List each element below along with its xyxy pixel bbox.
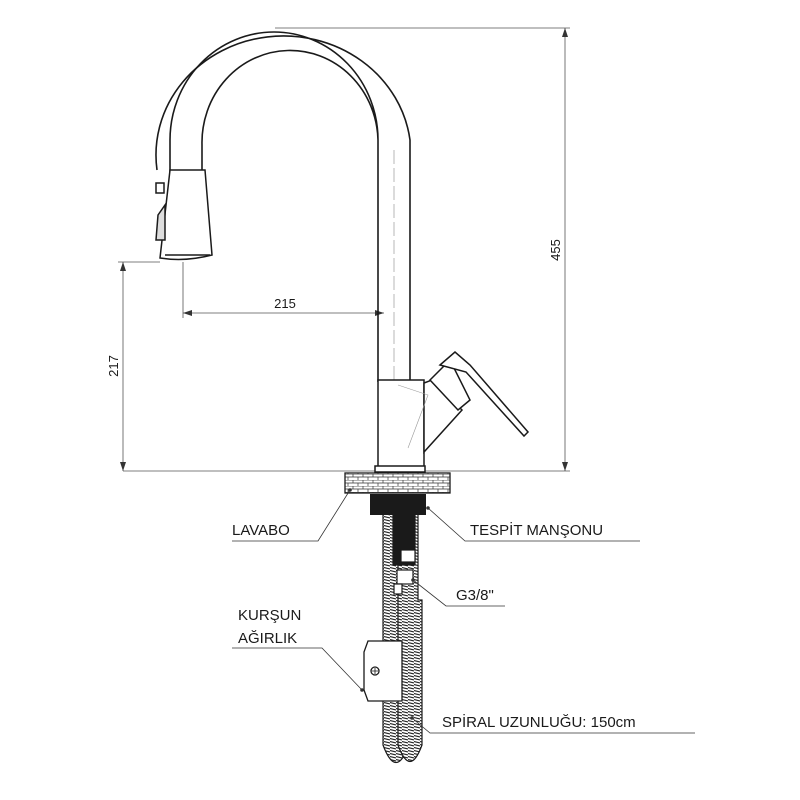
faucet-body bbox=[374, 351, 530, 473]
mounting-nut bbox=[370, 494, 426, 515]
dimension-spout-217: 217 bbox=[106, 355, 121, 377]
label-mounting-sleeve: TESPİT MANŞONU bbox=[470, 521, 603, 539]
dimension-reach-215: 215 bbox=[274, 296, 296, 311]
label-lead-weight-2: AĞIRLIK bbox=[238, 630, 297, 647]
leader-arrows bbox=[348, 488, 430, 720]
label-sink: LAVABO bbox=[232, 522, 290, 539]
lead-weight bbox=[363, 640, 403, 702]
sink-section bbox=[344, 472, 451, 494]
label-hose-length: SPİRAL UZUNLUĞU: 150cm bbox=[442, 713, 636, 731]
spray-head bbox=[155, 169, 213, 261]
dimension-height-455: 455 bbox=[548, 239, 563, 261]
faucet-spout bbox=[155, 31, 411, 382]
flexible-hoses bbox=[382, 514, 423, 764]
leader-lines bbox=[232, 489, 468, 734]
label-lead-weight-1: KURŞUN bbox=[238, 607, 301, 624]
label-connection: G3/8" bbox=[456, 587, 494, 604]
dimension-lines bbox=[118, 27, 570, 472]
